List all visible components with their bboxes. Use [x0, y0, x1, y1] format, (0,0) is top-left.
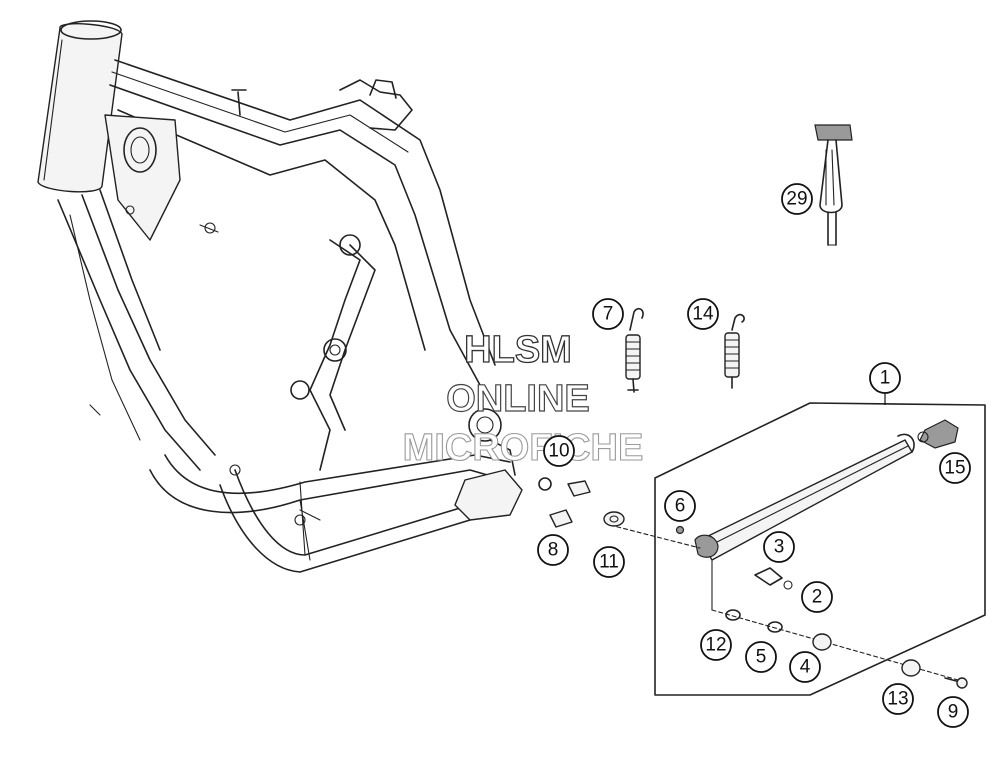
callout-6[interactable]: 6 — [664, 490, 696, 522]
callout-7[interactable]: 7 — [592, 298, 624, 330]
callout-14-label: 14 — [692, 304, 714, 325]
motorcycle-frame — [37, 20, 523, 573]
part-29-tool — [814, 124, 853, 246]
callout-14[interactable]: 14 — [687, 298, 719, 330]
callout-1-label: 1 — [880, 368, 891, 389]
callout-2-label: 2 — [812, 587, 823, 608]
callout-12[interactable]: 12 — [700, 629, 732, 661]
callout-3[interactable]: 3 — [763, 531, 795, 563]
callout-11[interactable]: 11 — [593, 546, 625, 578]
callout-10[interactable]: 10 — [543, 435, 575, 467]
callout-5-label: 5 — [756, 647, 767, 668]
callout-9[interactable]: 9 — [937, 696, 969, 728]
callout-7-label: 7 — [603, 304, 614, 325]
callout-8-label: 8 — [548, 540, 559, 561]
loose-hardware — [538, 477, 625, 528]
callout-29[interactable]: 29 — [781, 183, 813, 215]
watermark-line-1: HLSM — [464, 329, 572, 371]
callout-29-label: 29 — [786, 189, 807, 210]
callout-13-label: 13 — [887, 689, 908, 710]
callout-12-label: 12 — [705, 635, 726, 656]
part-1-side-stand-kit — [609, 402, 986, 696]
callout-15-label: 15 — [944, 458, 965, 479]
callout-1[interactable]: 1 — [869, 362, 901, 405]
callout-5[interactable]: 5 — [745, 641, 777, 673]
watermark-line-3: MICROFICHE — [403, 427, 644, 469]
callout-4[interactable]: 4 — [789, 651, 821, 683]
callout-10-label: 10 — [548, 441, 569, 462]
callout-13[interactable]: 13 — [882, 683, 914, 715]
part-7-spring — [625, 307, 644, 393]
part-14-spring — [724, 313, 745, 389]
callout-6-label: 6 — [675, 496, 686, 517]
watermark: HLSM ONLINE MICROFICHE — [402, 328, 644, 469]
callout-3-label: 3 — [774, 537, 785, 558]
callout-15[interactable]: 15 — [939, 452, 971, 484]
callout-4-label: 4 — [800, 657, 811, 678]
callout-8[interactable]: 8 — [537, 534, 569, 566]
callout-2[interactable]: 2 — [801, 581, 833, 613]
callout-9-label: 9 — [948, 702, 959, 723]
callout-11-label: 11 — [599, 552, 619, 573]
watermark-line-2: ONLINE — [446, 378, 590, 420]
